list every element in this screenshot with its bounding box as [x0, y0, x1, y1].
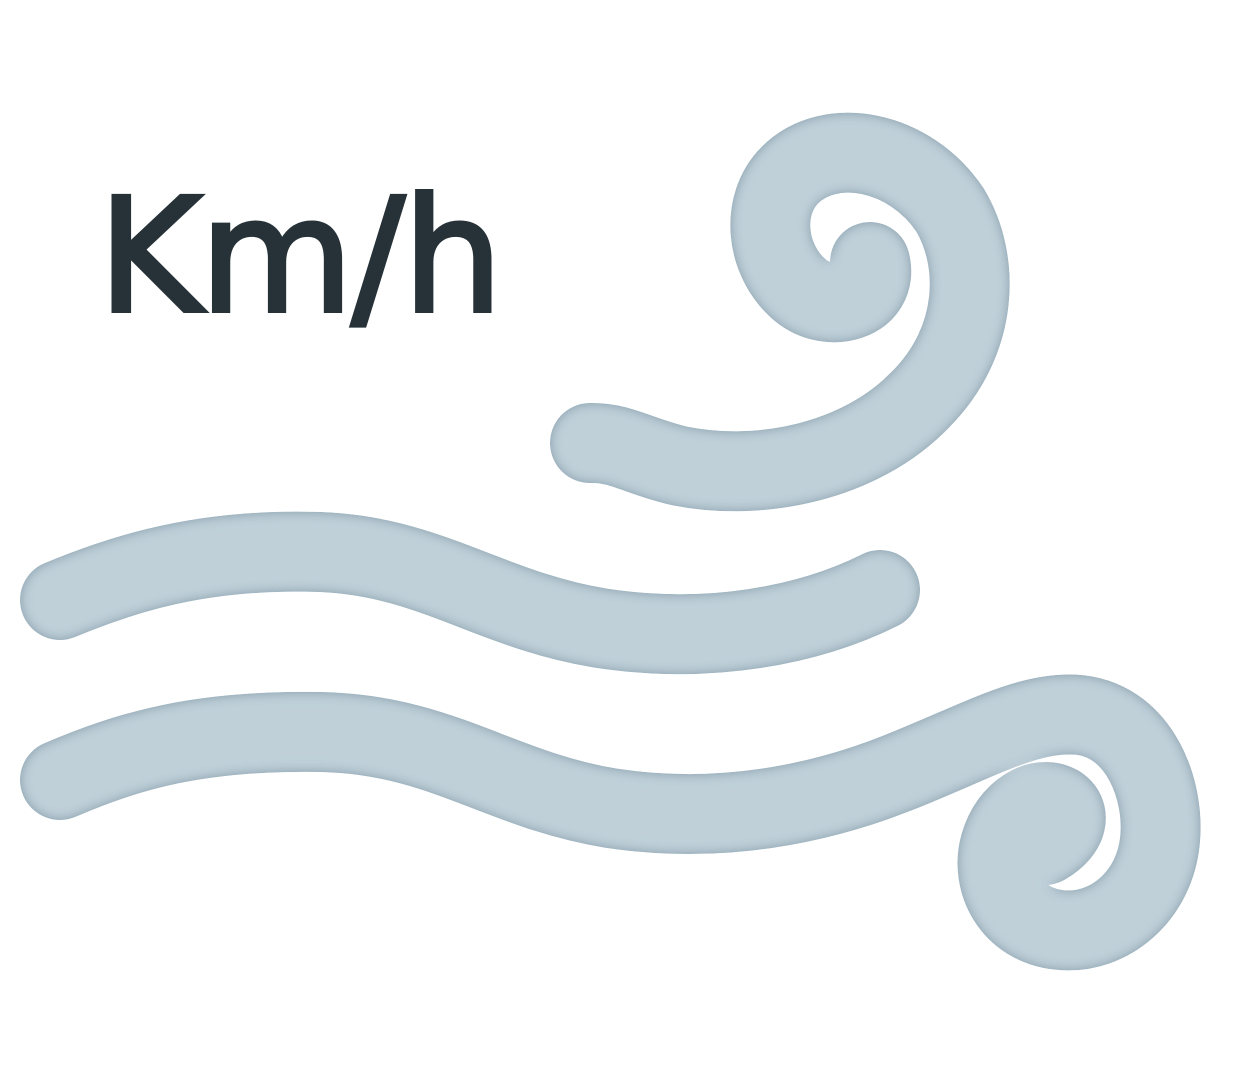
wind-gust-bottom	[20, 674, 1201, 971]
wind-gust-middle	[20, 511, 920, 675]
wind-gust-top	[550, 112, 1010, 512]
unit-label: Km/h	[96, 165, 505, 349]
